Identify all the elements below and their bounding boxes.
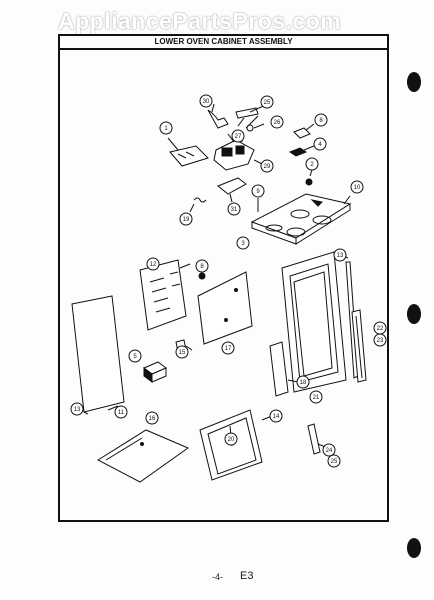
callout-24-label: 24 xyxy=(326,448,333,454)
callout-3: 3 xyxy=(236,236,250,250)
callout-13-top: 13 xyxy=(333,248,347,262)
callout-11-label: 11 xyxy=(118,410,125,416)
callout-4: 4 xyxy=(313,137,327,151)
callout-9: 9 xyxy=(251,184,265,198)
callout-13-left-label: 13 xyxy=(74,407,81,413)
callout-25b: 25 xyxy=(327,454,341,468)
diagram-frame: LOWER OVEN CABINET ASSEMBLY xyxy=(58,34,389,522)
callout-25b-label: 25 xyxy=(331,459,338,465)
part-12-rear-panel xyxy=(139,259,191,331)
callout-4-label: 4 xyxy=(318,142,322,148)
part-4-clip xyxy=(288,145,315,157)
callout-11: 11 xyxy=(114,405,128,419)
part-19-spring xyxy=(189,197,207,213)
callout-2: 2 xyxy=(305,157,319,171)
callout-1: 1 xyxy=(159,121,173,135)
callout-1-label: 1 xyxy=(164,126,168,132)
callout-29: 29 xyxy=(260,159,274,173)
callout-24: 24 xyxy=(322,443,336,457)
part-1-bracket xyxy=(167,137,209,167)
callout-14: 14 xyxy=(269,409,283,423)
callout-26-label: 26 xyxy=(274,120,281,126)
callout-22: 22 xyxy=(373,321,387,335)
callout-30: 30 xyxy=(199,94,213,108)
callout-8: 8 xyxy=(314,113,328,127)
callout-3-label: 3 xyxy=(241,241,245,247)
callout-22-label: 22 xyxy=(377,326,384,332)
callout-5-label: 5 xyxy=(133,354,137,360)
binder-hole-top xyxy=(407,72,421,92)
part-17-panel xyxy=(197,271,253,345)
part-14-inner-panel xyxy=(199,409,273,481)
callout-23: 23 xyxy=(373,333,387,347)
part-30-27-clip xyxy=(207,103,269,132)
callout-20: 20 xyxy=(224,432,238,446)
callout-21-label: 21 xyxy=(313,395,320,401)
callout-13-left: 13 xyxy=(70,402,84,416)
page-code: E3 xyxy=(240,570,254,582)
part-18-gasket xyxy=(269,341,299,397)
part-22-side-strip xyxy=(351,309,367,383)
binder-hole-middle xyxy=(407,304,421,324)
callout-21: 21 xyxy=(309,390,323,404)
part-5-block xyxy=(143,361,167,383)
callout-14-label: 14 xyxy=(273,414,280,420)
part-13-side-panel xyxy=(71,295,125,415)
part-31-bracket xyxy=(217,177,247,203)
callout-23-label: 23 xyxy=(377,338,384,344)
callout-12-label: 12 xyxy=(150,262,157,268)
callout-30-label: 30 xyxy=(203,99,210,105)
callout-18: 18 xyxy=(296,375,310,389)
callouts: 30 25 26 27 1 8 4 29 2 10 9 31 19 3 13 1… xyxy=(70,94,387,468)
callout-19: 19 xyxy=(179,212,193,226)
part-2-screw xyxy=(305,169,313,186)
callout-27-label: 27 xyxy=(235,134,242,140)
callout-19-label: 19 xyxy=(183,217,190,223)
callout-15-label: 15 xyxy=(179,350,186,356)
callout-10: 10 xyxy=(350,180,364,194)
callout-9-label: 9 xyxy=(256,189,260,195)
watermark-text: AppliancePartsPros.com xyxy=(58,8,342,34)
part-8-clip xyxy=(293,123,315,139)
callout-2-label: 2 xyxy=(310,162,314,168)
callout-8b: 8 xyxy=(195,259,209,273)
diagram-title: LOWER OVEN CABINET ASSEMBLY xyxy=(60,36,387,50)
callout-17-label: 17 xyxy=(225,346,232,352)
callout-15: 15 xyxy=(175,345,189,359)
callout-26: 26 xyxy=(270,115,284,129)
callout-12: 12 xyxy=(146,257,160,271)
callout-25: 25 xyxy=(260,95,274,109)
part-8-screw xyxy=(198,272,206,280)
callout-5: 5 xyxy=(128,349,142,363)
callout-8-label: 8 xyxy=(319,118,323,124)
callout-27: 27 xyxy=(231,129,245,143)
callout-17: 17 xyxy=(221,341,235,355)
callout-8b-label: 8 xyxy=(200,264,204,270)
binder-hole-bottom xyxy=(407,538,421,558)
callout-13-top-label: 13 xyxy=(337,253,344,259)
part-13-door-frame xyxy=(281,251,359,393)
part-16-bottom-plate xyxy=(96,429,190,483)
callout-16-label: 16 xyxy=(149,416,156,422)
callout-31: 31 xyxy=(227,202,241,216)
callout-18-label: 18 xyxy=(300,380,307,386)
callout-20-label: 20 xyxy=(228,437,235,443)
callout-29-label: 29 xyxy=(264,164,271,170)
page-number: -4- xyxy=(212,572,223,582)
callout-31-label: 31 xyxy=(231,207,238,213)
callout-16: 16 xyxy=(145,411,159,425)
callout-10-label: 10 xyxy=(354,185,361,191)
callout-25-label: 25 xyxy=(264,100,271,106)
part-10-cooktop xyxy=(250,193,352,245)
